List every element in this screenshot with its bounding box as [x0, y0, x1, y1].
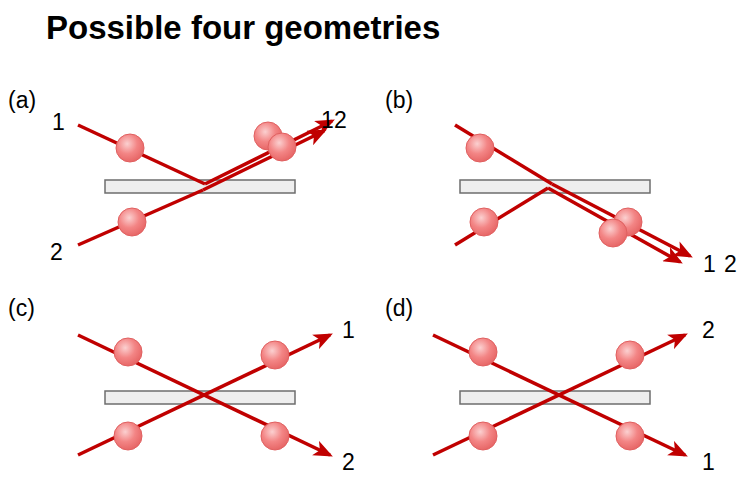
beam-number: 1 — [342, 318, 355, 343]
beam-arrow — [548, 188, 680, 262]
particle — [268, 133, 296, 161]
particle — [616, 422, 644, 450]
beam-number: 1 — [52, 110, 65, 135]
beam-number: 2 — [50, 240, 63, 265]
beam-number: 1 — [702, 450, 715, 475]
beam-arrow — [552, 184, 690, 256]
beam-arrow — [78, 125, 205, 184]
particle — [118, 208, 146, 236]
beam-number: 2 — [702, 318, 715, 343]
beam-number: 2 — [724, 252, 737, 277]
beam-number: 1 — [703, 252, 716, 277]
beam-arrow — [433, 335, 685, 455]
particle — [469, 422, 497, 450]
beam-arrow — [78, 335, 330, 455]
beam-number: 2 — [342, 450, 355, 475]
title: Possible four geometries — [46, 10, 440, 46]
beam-arrow — [455, 188, 548, 245]
panel-label: (b) — [385, 88, 413, 113]
beam-arrow — [433, 335, 685, 455]
particle — [466, 134, 494, 162]
particle — [470, 208, 498, 236]
beam-arrow — [455, 125, 552, 184]
beam-number: 1 — [321, 108, 334, 133]
beam-number: 2 — [334, 108, 347, 133]
beam-arrow — [205, 121, 332, 184]
particle — [114, 422, 142, 450]
particle — [261, 341, 289, 369]
particle — [616, 341, 644, 369]
particle — [261, 422, 289, 450]
beam-arrow — [78, 190, 203, 245]
panel-label: (d) — [385, 296, 413, 321]
particle — [469, 338, 497, 366]
panel-label: (a) — [8, 88, 36, 113]
particle — [599, 219, 627, 247]
panel-label: (c) — [8, 296, 35, 321]
particle — [116, 134, 144, 162]
particle — [114, 338, 142, 366]
beam-arrow — [78, 335, 330, 455]
